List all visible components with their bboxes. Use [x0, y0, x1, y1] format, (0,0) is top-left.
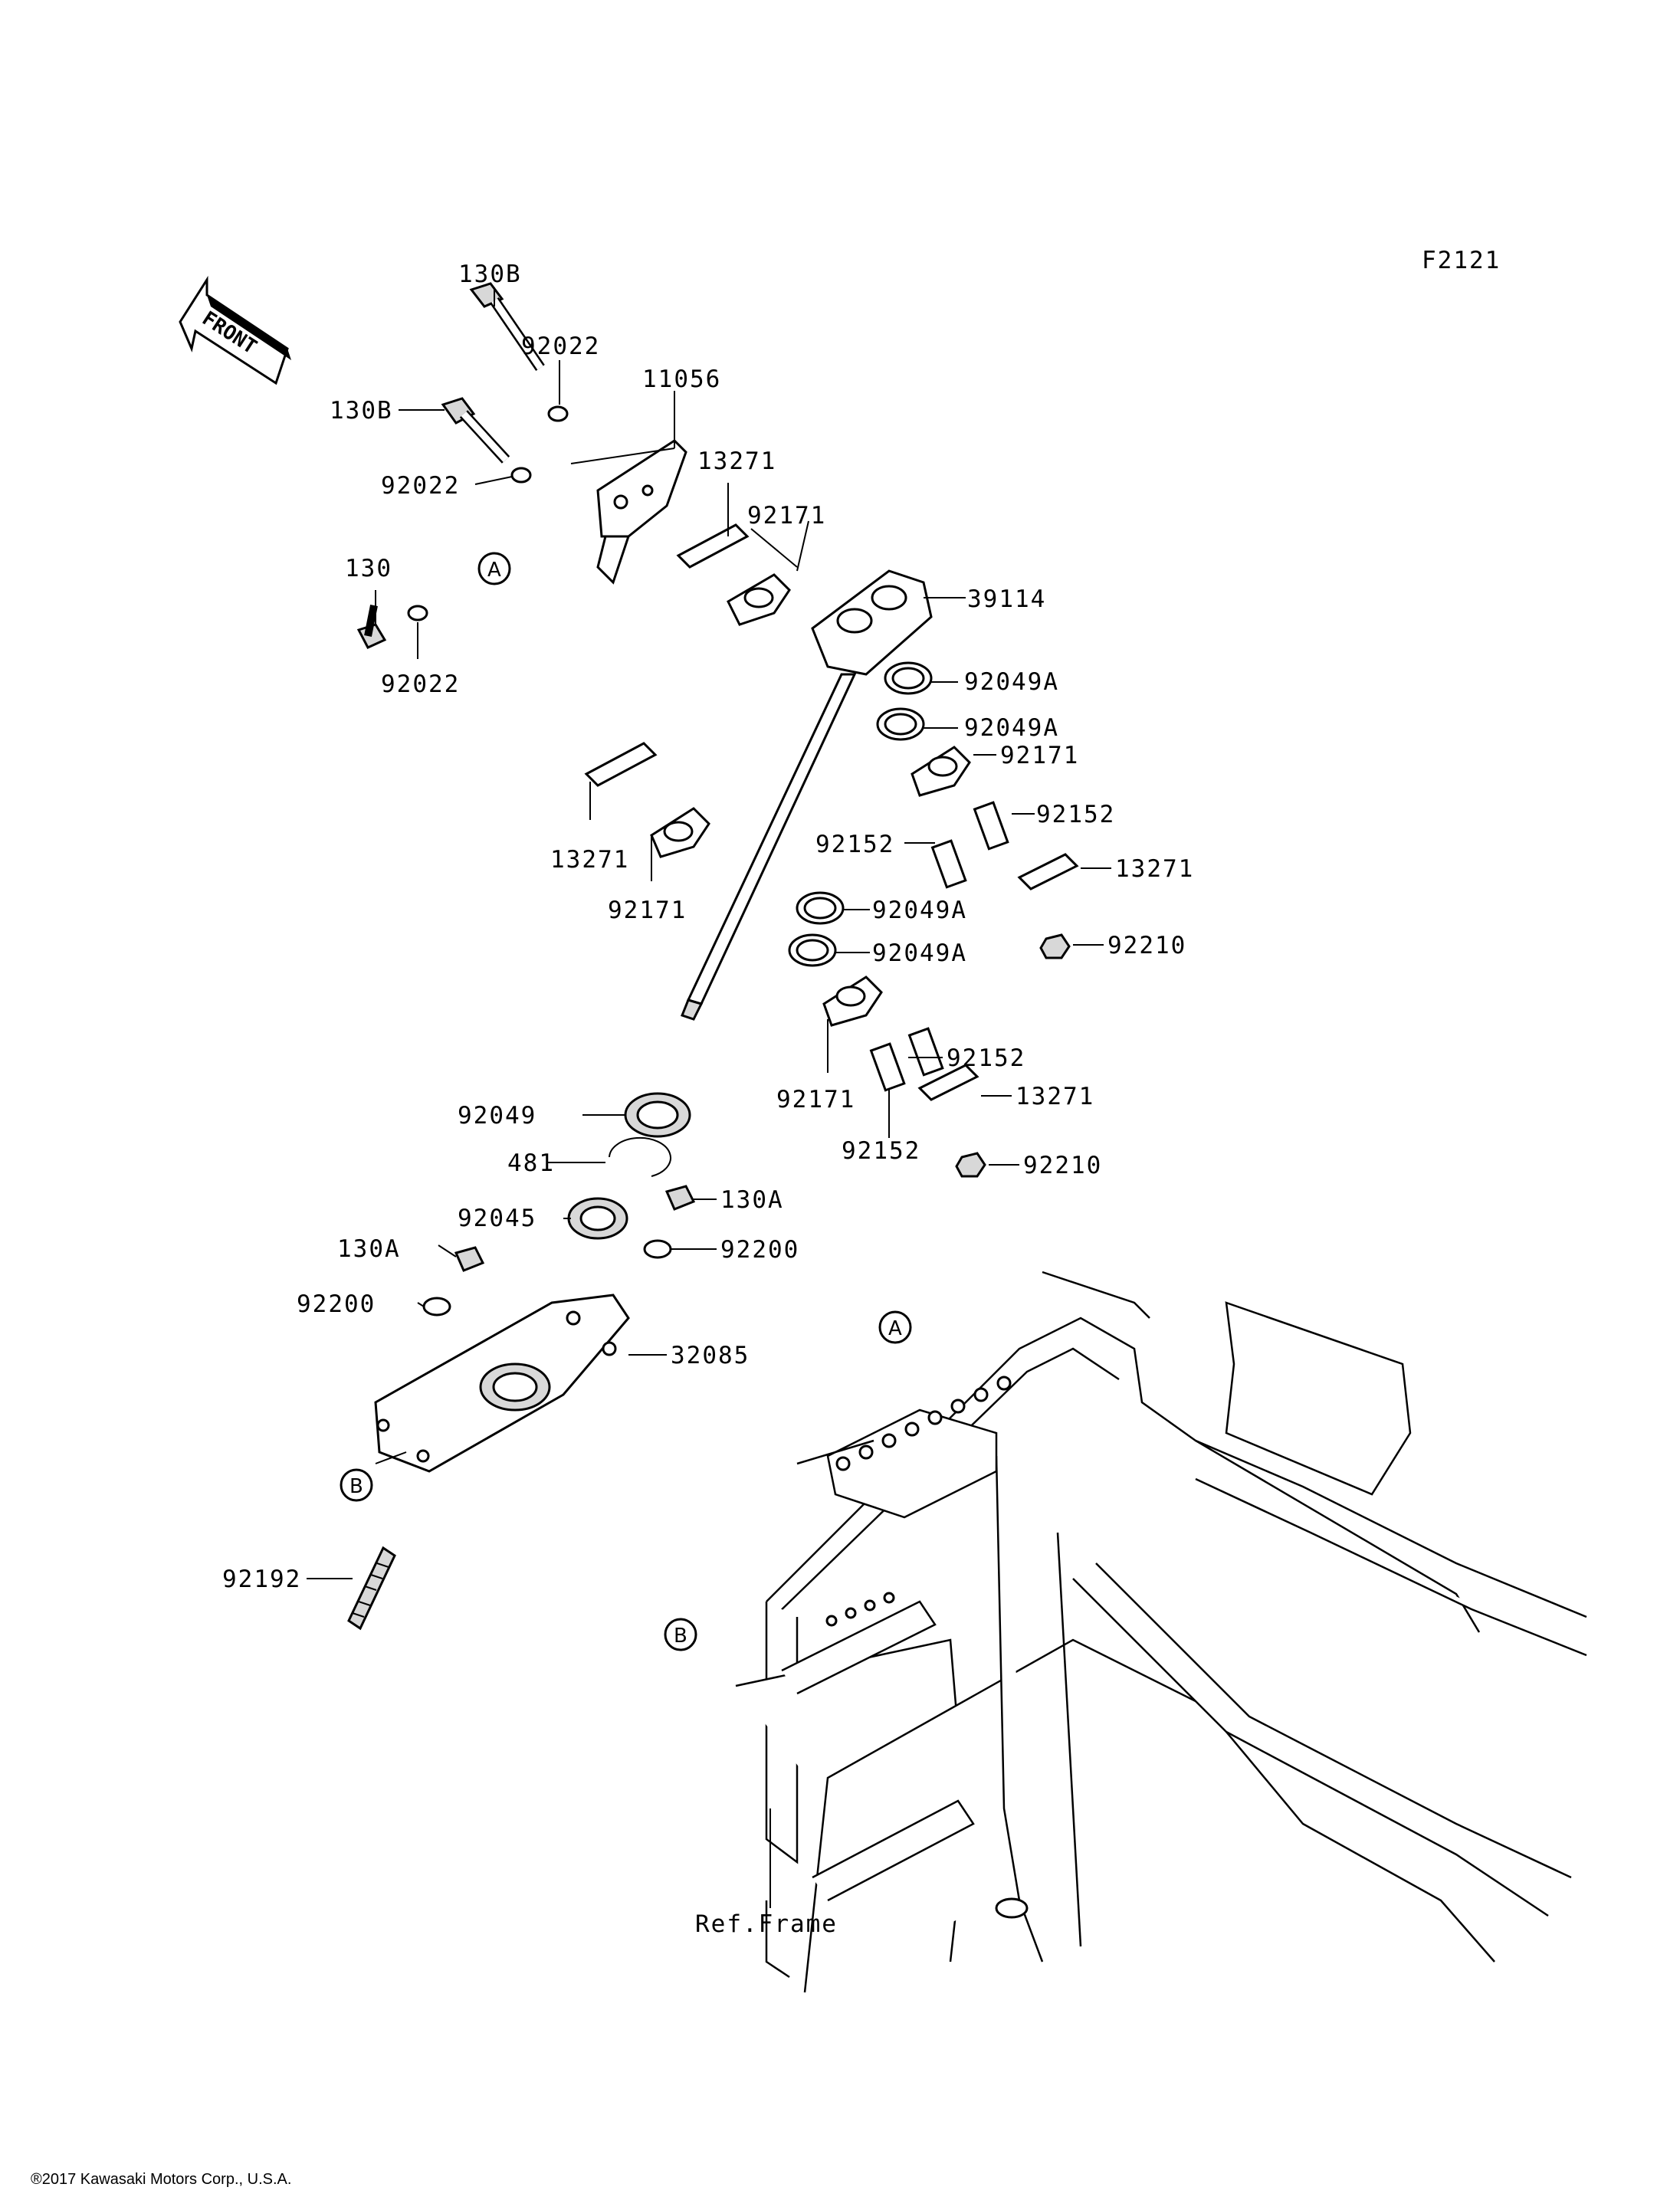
label-130a-left: 130A [337, 1235, 401, 1263]
label-32085: 32085 [671, 1342, 750, 1369]
bolt-130 [356, 605, 387, 649]
label-92022-mid: 92022 [381, 472, 460, 500]
front-arrow-icon: FRONT [179, 275, 291, 385]
callout-b-frame: B [664, 1618, 697, 1651]
label-92045: 92045 [458, 1205, 536, 1232]
circlip-481 [609, 1136, 671, 1177]
label-92171-a: 92171 [747, 502, 826, 530]
label-92152-a: 92152 [1036, 801, 1115, 828]
washer-92200-right [643, 1239, 672, 1259]
callout-a-upper: A [477, 552, 511, 585]
washer-92022-mid [510, 467, 532, 484]
label-39114: 39114 [967, 585, 1046, 613]
label-92171-d: 92171 [776, 1086, 855, 1113]
svg-text:B: B [349, 1475, 363, 1498]
label-13271-c: 13271 [1115, 855, 1194, 883]
label-92049a-a: 92049A [964, 668, 1059, 696]
shim-13271-c [1017, 853, 1079, 890]
frame-reference [735, 1271, 1587, 1993]
label-13271-a: 13271 [697, 448, 776, 475]
copyright: ®2017 Kawasaki Motors Corp., U.S.A. [31, 2171, 291, 2188]
callout-a-frame: A [878, 1310, 912, 1344]
label-92049a-c: 92049A [872, 897, 967, 924]
label-92200-right: 92200 [720, 1236, 799, 1264]
collar-92152-b [930, 839, 967, 889]
nut-92210-a [1039, 933, 1071, 959]
label-13271-b: 13271 [550, 846, 629, 874]
ref-frame-label: Ref.Frame [695, 1910, 838, 1938]
leader-lines [307, 287, 1111, 1908]
bolt-130a-right [664, 1185, 696, 1211]
washer-92022-upper [547, 405, 569, 422]
label-130a-right: 130A [720, 1186, 784, 1214]
label-92049a-b: 92049A [964, 714, 1059, 742]
diagram-code: F2121 [1422, 247, 1501, 274]
washer-92022-lower [407, 605, 428, 621]
collar-92152-a [973, 801, 1009, 851]
bracket-11056 [596, 439, 687, 585]
label-92192: 92192 [222, 1566, 301, 1593]
shim-13271-d [917, 1064, 979, 1101]
washer-92200-left [422, 1297, 451, 1317]
seal-92049 [624, 1092, 691, 1138]
label-92049a-d: 92049A [872, 939, 967, 967]
label-13271-d: 13271 [1016, 1083, 1094, 1110]
shim-13271-a [676, 523, 750, 569]
label-92171-b: 92171 [608, 897, 687, 924]
holder-92171-c [911, 746, 971, 797]
label-92210-a: 92210 [1107, 932, 1186, 959]
steering-shaft-39114 [681, 569, 933, 1021]
svg-text:A: A [487, 559, 501, 582]
nut-92210-b [955, 1152, 986, 1178]
collar-92152-c [869, 1042, 906, 1092]
svg-text:B: B [674, 1625, 687, 1648]
label-130b-lower: 130B [330, 397, 393, 425]
svg-text:A: A [888, 1317, 902, 1340]
holder-92171-d [822, 976, 883, 1027]
label-130: 130 [345, 555, 392, 582]
label-92171-c: 92171 [1000, 742, 1079, 769]
label-92049: 92049 [458, 1102, 536, 1130]
label-92152-c: 92152 [947, 1044, 1025, 1072]
label-92152-b: 92152 [815, 831, 894, 858]
label-92152-d: 92152 [842, 1137, 920, 1165]
plate-32085 [374, 1294, 630, 1473]
bearing-92045 [567, 1197, 628, 1240]
label-92210-b: 92210 [1023, 1152, 1102, 1179]
spring-92192 [347, 1546, 396, 1631]
label-92022-lower: 92022 [381, 671, 460, 698]
bolt-130a-left [454, 1246, 485, 1272]
label-92200-left: 92200 [297, 1290, 376, 1318]
label-481: 481 [507, 1149, 555, 1177]
holder-92171-a [727, 573, 791, 626]
callout-b-plate: B [340, 1468, 373, 1502]
label-92022-upper: 92022 [521, 333, 600, 360]
collar-92152-d [907, 1027, 944, 1077]
holder-92171-b [650, 807, 710, 858]
shim-13271-b [584, 742, 658, 787]
label-130b-upper: 130B [458, 261, 522, 288]
bolt-130b-lower [441, 397, 510, 464]
label-11056: 11056 [642, 366, 721, 393]
